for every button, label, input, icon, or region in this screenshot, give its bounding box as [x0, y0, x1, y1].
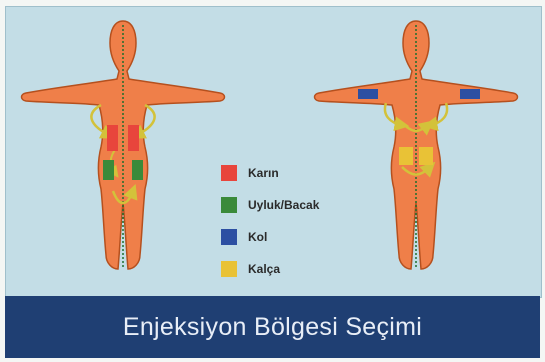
banner-title: Enjeksiyon Bölgesi Seçimi [5, 296, 540, 358]
zone-karin-left [107, 125, 118, 151]
illustration-panel: Karın Uyluk/Bacak Kol Kalça [5, 6, 542, 298]
body-figures [6, 7, 541, 297]
front-body-figure [22, 21, 225, 269]
legend-label: Kalça [248, 261, 280, 277]
legend-swatch-kol [221, 229, 237, 245]
zone-karin-right [128, 125, 139, 151]
zone-kalca-left [399, 147, 413, 165]
legend-label: Uyluk/Bacak [248, 197, 319, 213]
zone-kol-right [460, 89, 480, 99]
legend-label: Karın [248, 165, 279, 181]
legend-swatch-kalca [221, 261, 237, 277]
back-body-figure [315, 21, 518, 269]
zone-kol-left [358, 89, 378, 99]
legend-swatch-karin [221, 165, 237, 181]
legend-swatch-uyluk-bacak [221, 197, 237, 213]
zone-uyluk-right [132, 160, 143, 180]
title-banner: Enjeksiyon Bölgesi Seçimi [5, 296, 540, 358]
zone-uyluk-left [103, 160, 114, 180]
zone-kalca-right [419, 147, 433, 165]
legend-label: Kol [248, 229, 267, 245]
